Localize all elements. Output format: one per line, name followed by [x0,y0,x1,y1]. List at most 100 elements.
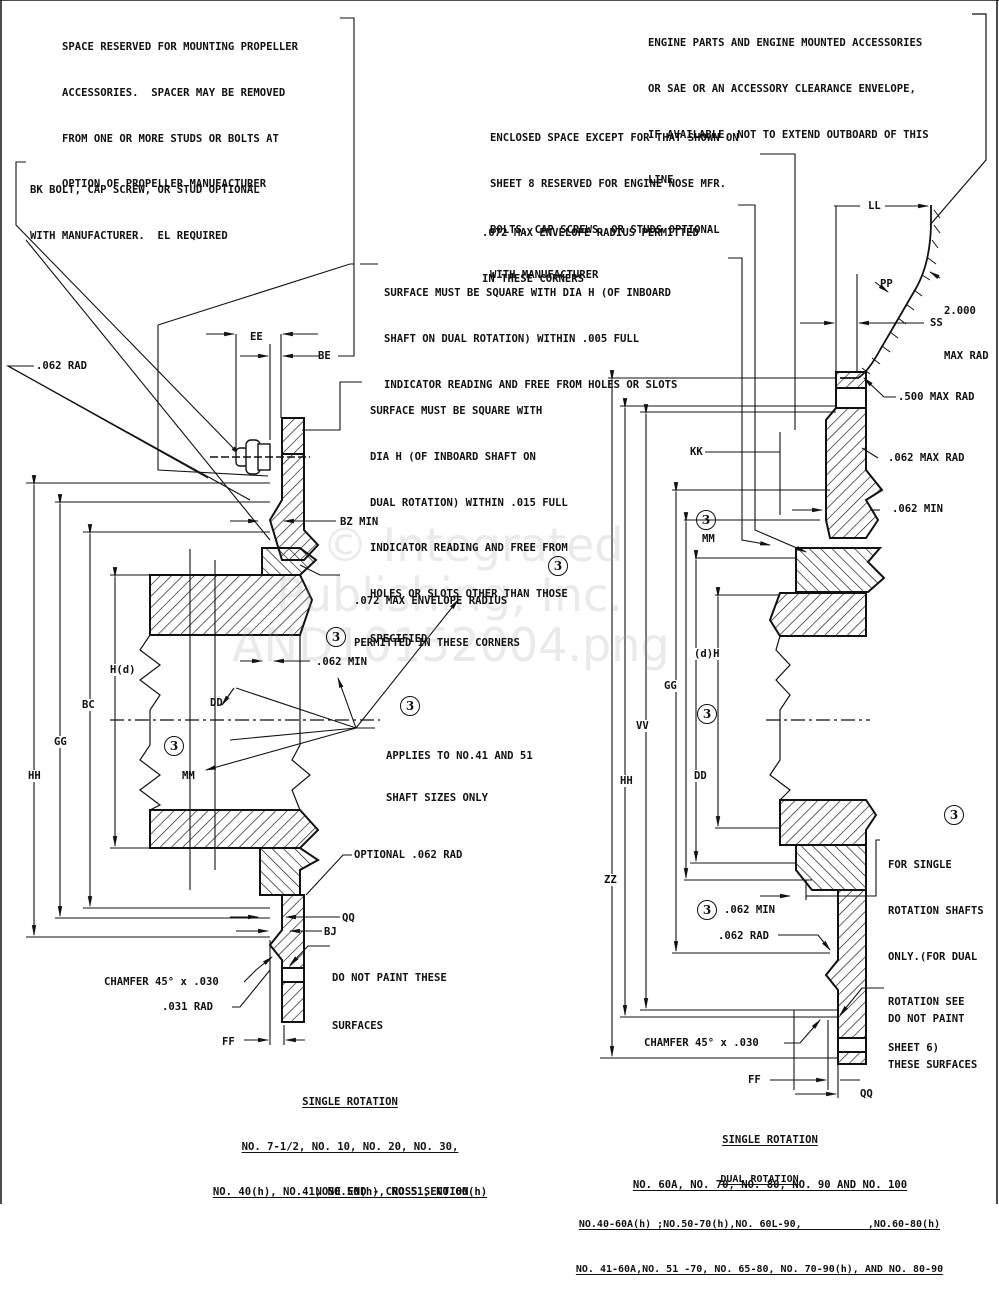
note-do-not-paint-right: DO NOT PAINT THESE SURFACES [888,982,977,1104]
note-engine-parts-line: LINE [648,174,674,187]
label-zz: ZZ [604,874,617,886]
note-envelope-left-line: .072 MAX ENVELOPE RADIUS [354,595,508,607]
note-ref-3-circle: 3 [697,900,717,920]
note-ref-3-circle: 3 [696,510,716,530]
note-surface-015-line: SURFACE MUST BE SQUARE WITH [370,405,543,418]
label-2000-max-rad: 2.000 MAX RAD [944,274,989,394]
note-envelope-right-line: .072 MAX ENVELOPE RADIUS PERMITTED [482,227,699,240]
label-gg-right: GG [664,680,677,692]
note-single-rotation-line: FOR SINGLE [888,859,952,872]
note-ref-3-circle: 3 [164,736,184,756]
caption-left-line: NO. 40(h), NO.41, NO.50(h), NO.51, NO.60… [212,1186,488,1198]
sheet-border [0,0,999,1204]
note-single-rotation-line: ROTATION SEE [888,996,965,1009]
note-spacer-line: OPTION OF PROPELLER MANUFACTURER [62,178,267,191]
note-optional-rad: OPTIONAL .062 RAD [354,849,463,861]
label-chamfer-right: CHAMFER 45° x .030 [644,1037,759,1049]
note-applies-to: APPLIES TO NO.41 AND 51 SHAFT SIZES ONLY [386,721,533,833]
label-hh: HH [28,770,41,782]
note-envelope-radius-right: .072 MAX ENVELOPE RADIUS PERMITTED IN TH… [482,196,699,318]
label-062-min-right-2: .062 MIN [724,904,776,916]
label-500-max-rad: .500 MAX RAD [898,391,975,403]
caption-right-single: SINGLE ROTATION NO. 60A, NO. 70, NO. 80,… [560,1103,980,1223]
label-dd-right: DD [694,770,707,782]
caption-left-heading: SINGLE ROTATION [302,1096,398,1108]
label-max-rad: MAX RAD [944,350,989,362]
note-surface-015-line: SPECIFIED [370,633,428,646]
note-ref-3-circle: 3 [944,805,964,825]
label-ss: SS [930,317,943,329]
note-enclosed-space-line: ENCLOSED SPACE EXCEPT FOR THAT SHOWN ON [490,132,739,145]
note-enclosed-space-line: WITH MANUFACTURER [490,269,599,282]
label-2000: 2.000 [944,305,976,317]
label-031-rad: .031 RAD [162,1001,214,1013]
note-do-not-paint-line: DO NOT PAINT [888,1013,965,1026]
note-ref-3-circle: 3 [697,704,717,724]
note-spacer: SPACE RESERVED FOR MOUNTING PROPELLER AC… [62,10,298,223]
note-bk-bolt: BK BOLT, CAP SCREW, OR STUD OPTIONAL WIT… [30,153,260,275]
caption-right-single-line: NO. 60A, NO. 70, NO. 80, NO. 90 AND NO. … [632,1179,908,1191]
caption-right-dual-heading: DUAL ROTATION [720,1174,799,1185]
left-shaft-threads [110,634,380,811]
note-enclosed-space-line: SHEET 8 RESERVED FOR ENGINE NOSE MFR. [490,178,726,191]
note-do-not-paint-left: DO NOT PAINT THESE SURFACES [332,938,447,1066]
note-surface-005: SURFACE MUST BE SQUARE WITH DIA H (OF IN… [384,256,677,423]
label-062-min: .062 MIN [316,656,368,668]
left-view-leaders [5,17,378,541]
label-ff-right: FF [748,1074,761,1086]
note-engine-parts-line: OR SAE OR AN ACCESSORY CLEARANCE ENVELOP… [648,83,916,96]
note-surface-015-line: HOLES OR SLOTS OTHER THAN THOSE [370,587,568,600]
label-bz-min: BZ MIN [340,516,379,528]
note-bk-bolt-line: BK BOLT, CAP SCREW, OR STUD OPTIONAL [30,184,260,197]
label-dd: DD [210,697,223,709]
note-do-not-paint-line: SURFACES [332,1020,384,1032]
note-spacer-line: SPACE RESERVED FOR MOUNTING PROPELLER [62,41,298,54]
note-ref-3-circle: 3 [400,696,420,716]
watermark-line-2: Publishing, Inc. [276,568,623,622]
label-qq: QQ [342,912,355,924]
note-single-rotation-line: ONLY.(FOR DUAL [888,950,978,963]
label-chamfer-left: CHAMFER 45° x .030 [104,976,219,988]
watermark-line-1: © Integrated [322,518,624,572]
note-do-not-paint-line: THESE SURFACES [888,1059,978,1072]
label-062-rad: .062 RAD [36,360,88,372]
label-062-min-right: .062 MIN [892,503,944,515]
note-ref-3-circle: 3 [326,627,346,647]
label-mm-right: MM [702,533,715,545]
drawing-title: NOSE END - CROSS SECTION [262,1155,522,1230]
note-surface-005-line: INDICATOR READING AND FREE FROM HOLES OR… [384,378,678,391]
label-062-max-rad: .062 MAX RAD [888,452,965,464]
label-dh: (d)H [694,648,720,660]
label-hh-right: HH [620,775,633,787]
note-surface-005-line: SHAFT ON DUAL ROTATION) WITHIN .005 FULL [384,333,640,346]
left-dimensions [26,331,459,1045]
label-vv: VV [636,720,649,732]
right-shaft-threads [766,635,870,801]
note-envelope-right-line: IN THESE CORNERS [482,273,585,286]
note-spacer-line: ACCESSORIES. SPACER MAY BE REMOVED [62,87,286,100]
note-do-not-paint-line: DO NOT PAINT THESE [332,972,447,984]
note-applies-to-line: APPLIES TO NO.41 AND 51 [386,750,533,762]
drawing-sheet: © Integrated Publishing, Inc. AND1015200… [0,0,999,1275]
note-enclosed-space: ENCLOSED SPACE EXCEPT FOR THAT SHOWN ON … [490,101,739,314]
label-mm: MM [182,770,195,782]
right-flange [768,371,886,1065]
cross-section-drawing [0,0,999,1204]
caption-right-single-heading: SINGLE ROTATION [722,1134,818,1146]
note-engine-parts: ENGINE PARTS AND ENGINE MOUNTED ACCESSOR… [648,6,929,219]
note-single-rotation-line: SHEET 6) [888,1041,940,1054]
note-spacer-line: FROM ONE OR MORE STUDS OR BOLTS AT [62,132,279,145]
note-applies-to-line: SHAFT SIZES ONLY [386,792,489,804]
label-062-rad-right: .062 RAD [718,930,770,942]
note-ref-3-circle: 3 [548,556,568,576]
note-surface-015: SURFACE MUST BE SQUARE WITH DIA H (OF IN… [370,374,568,678]
drawing-title-text: NOSE END - CROSS SECTION [315,1186,469,1198]
label-bc: BC [82,699,95,711]
label-be: BE [318,350,331,362]
note-surface-015-line: DUAL ROTATION) WITHIN .015 FULL [370,496,568,509]
note-engine-parts-line: IF AVAILABLE, NOT TO EXTEND OUTBOARD OF … [648,128,929,141]
note-envelope-left-line: PERMITTED IN THESE CORNERS [354,637,520,649]
note-envelope-radius-left: .072 MAX ENVELOPE RADIUS PERMITTED IN TH… [354,566,520,678]
watermark-line-3: AND10152004.png [232,618,670,672]
note-engine-parts-line: ENGINE PARTS AND ENGINE MOUNTED ACCESSOR… [648,37,923,50]
